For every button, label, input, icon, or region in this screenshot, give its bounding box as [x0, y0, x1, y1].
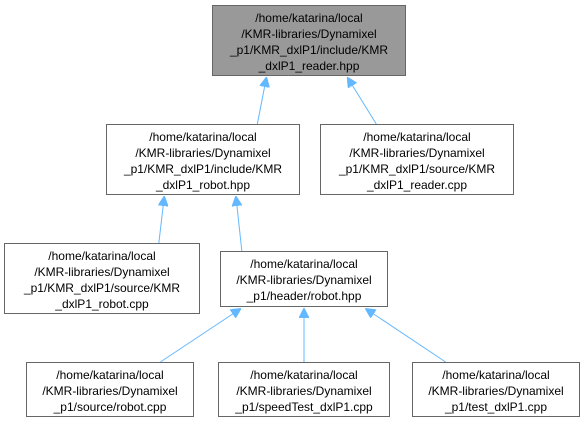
- edge-arrow: [366, 309, 446, 363]
- node-line: _p1/test_dxlP1.cpp: [444, 400, 548, 414]
- node-line: _p1/header/robot.hpp: [246, 289, 362, 303]
- node-line: /KMR-libraries/Dynamixel: [236, 273, 372, 287]
- edge-arrow: [256, 78, 266, 125]
- edge-arrow: [159, 197, 164, 244]
- node-line: _dxlP1_reader.hpp: [258, 59, 360, 73]
- node-line: _dxlP1_reader.cpp: [366, 178, 468, 192]
- node-line: /home/katarina/local: [250, 368, 358, 382]
- node-source-robot-cpp[interactable]: /home/katarina/local /KMR-libraries/Dyna…: [26, 362, 194, 417]
- node-line: /home/katarina/local: [250, 257, 358, 271]
- node-kmr-dxlp1-reader-hpp: /home/katarina/local /KMR-libraries/Dyna…: [212, 5, 406, 76]
- edge-arrow: [160, 309, 240, 363]
- node-line: /home/katarina/local: [363, 130, 471, 144]
- node-line: _p1/KMR_dxlP1/source/KMR: [338, 162, 496, 176]
- node-line: /home/katarina/local: [48, 249, 156, 263]
- node-test-dxlp1-cpp[interactable]: /home/katarina/local /KMR-libraries/Dyna…: [412, 362, 580, 417]
- node-line: /KMR-libraries/Dynamixel: [349, 146, 485, 160]
- node-kmr-dxlp1-reader-cpp[interactable]: /home/katarina/local /KMR-libraries/Dyna…: [320, 124, 514, 195]
- node-line: /KMR-libraries/Dynamixel: [34, 265, 170, 279]
- node-kmr-dxlp1-robot-hpp[interactable]: /home/katarina/local /KMR-libraries/Dyna…: [106, 124, 300, 195]
- node-line: _p1/KMR_dxlP1/source/KMR: [23, 281, 181, 295]
- node-header-robot-hpp[interactable]: /home/katarina/local /KMR-libraries/Dyna…: [220, 251, 388, 307]
- node-line: _p1/KMR_dxlP1/include/KMR: [229, 43, 389, 57]
- node-line: /KMR-libraries/Dynamixel: [241, 27, 377, 41]
- edge-arrow: [236, 197, 243, 252]
- edge-arrow: [348, 78, 377, 125]
- node-line: /home/katarina/local: [56, 368, 164, 382]
- node-line: /KMR-libraries/Dynamixel: [428, 384, 564, 398]
- node-line: /home/katarina/local: [442, 368, 550, 382]
- node-line: /home/katarina/local: [255, 11, 363, 25]
- node-kmr-dxlp1-robot-cpp[interactable]: /home/katarina/local /KMR-libraries/Dyna…: [4, 243, 200, 314]
- node-line: _p1/KMR_dxlP1/include/KMR: [123, 162, 283, 176]
- node-line: _dxlP1_robot.cpp: [55, 297, 149, 311]
- node-line: _p1/speedTest_dxlP1.cpp: [235, 400, 373, 414]
- node-line: /KMR-libraries/Dynamixel: [42, 384, 178, 398]
- node-line: _dxlP1_robot.hpp: [155, 178, 251, 192]
- node-line: /KMR-libraries/Dynamixel: [135, 146, 271, 160]
- node-line: /home/katarina/local: [149, 130, 257, 144]
- node-line: /KMR-libraries/Dynamixel: [236, 384, 372, 398]
- node-line: _p1/source/robot.cpp: [53, 400, 167, 414]
- node-speedtest-dxlp1-cpp[interactable]: /home/katarina/local /KMR-libraries/Dyna…: [218, 362, 390, 417]
